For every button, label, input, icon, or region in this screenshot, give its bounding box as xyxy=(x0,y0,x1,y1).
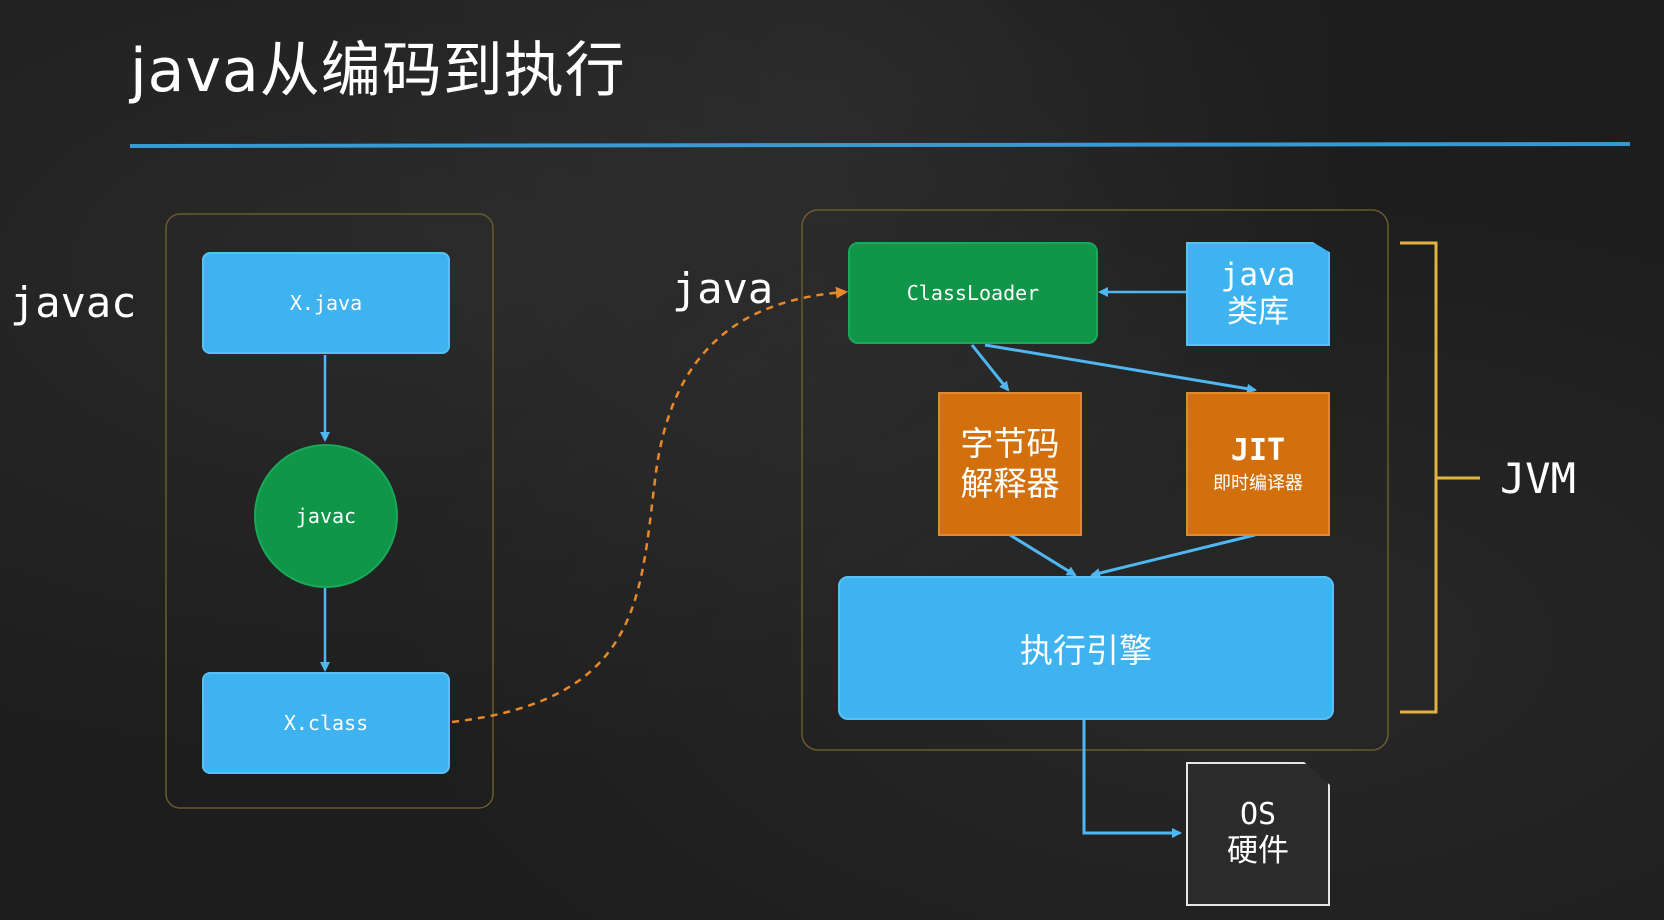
jit-compiler-box: JIT 即时编译器 xyxy=(1186,392,1330,536)
title-rule xyxy=(129,142,1631,148)
arrow-xclass-classloader xyxy=(451,286,848,724)
arrow-interpreter-engine xyxy=(1009,533,1077,577)
javac-side-label: javac xyxy=(10,278,137,327)
javac-node: javac xyxy=(254,444,398,588)
x-java-label: X.java xyxy=(289,291,363,315)
interpreter-line2: 解释器 xyxy=(960,464,1060,503)
arrow-engine-os xyxy=(1082,720,1182,838)
execution-engine-box: 执行引擎 xyxy=(838,576,1334,720)
x-java-box: X.java xyxy=(202,252,450,354)
slide-title: java从编码到执行 xyxy=(130,36,626,106)
classloader-label: ClassLoader xyxy=(906,281,1040,305)
java-library-box: java 类库 xyxy=(1186,242,1330,346)
jvm-bracket xyxy=(1400,241,1438,714)
arrow-classloader-jit xyxy=(984,343,1257,394)
arrow-jit-engine xyxy=(1090,533,1256,578)
bytecode-interpreter-box: 字节码 解释器 xyxy=(938,392,1082,536)
arrow-classloader-interpreter xyxy=(970,344,1010,392)
os-hardware-box: OS 硬件 xyxy=(1186,762,1330,906)
javac-node-label: javac xyxy=(295,504,357,528)
classloader-box: ClassLoader xyxy=(848,242,1098,344)
os-line1: OS xyxy=(1239,797,1277,833)
compile-frame xyxy=(165,213,494,809)
jit-line2: 即时编译器 xyxy=(1213,473,1303,495)
interpreter-line1: 字节码 xyxy=(960,424,1060,464)
os-line2: 硬件 xyxy=(1227,833,1289,870)
java-library-line2: 类库 xyxy=(1227,294,1289,330)
execution-engine-label: 执行引擎 xyxy=(1020,631,1152,670)
jvm-frame xyxy=(801,209,1389,751)
java-command-label: java xyxy=(672,264,774,313)
jit-line1: JIT xyxy=(1230,433,1286,469)
jvm-label: JVM xyxy=(1500,454,1576,503)
x-class-box: X.class xyxy=(202,672,450,774)
x-class-label: X.class xyxy=(283,711,369,735)
java-library-line1: java xyxy=(1220,256,1296,293)
